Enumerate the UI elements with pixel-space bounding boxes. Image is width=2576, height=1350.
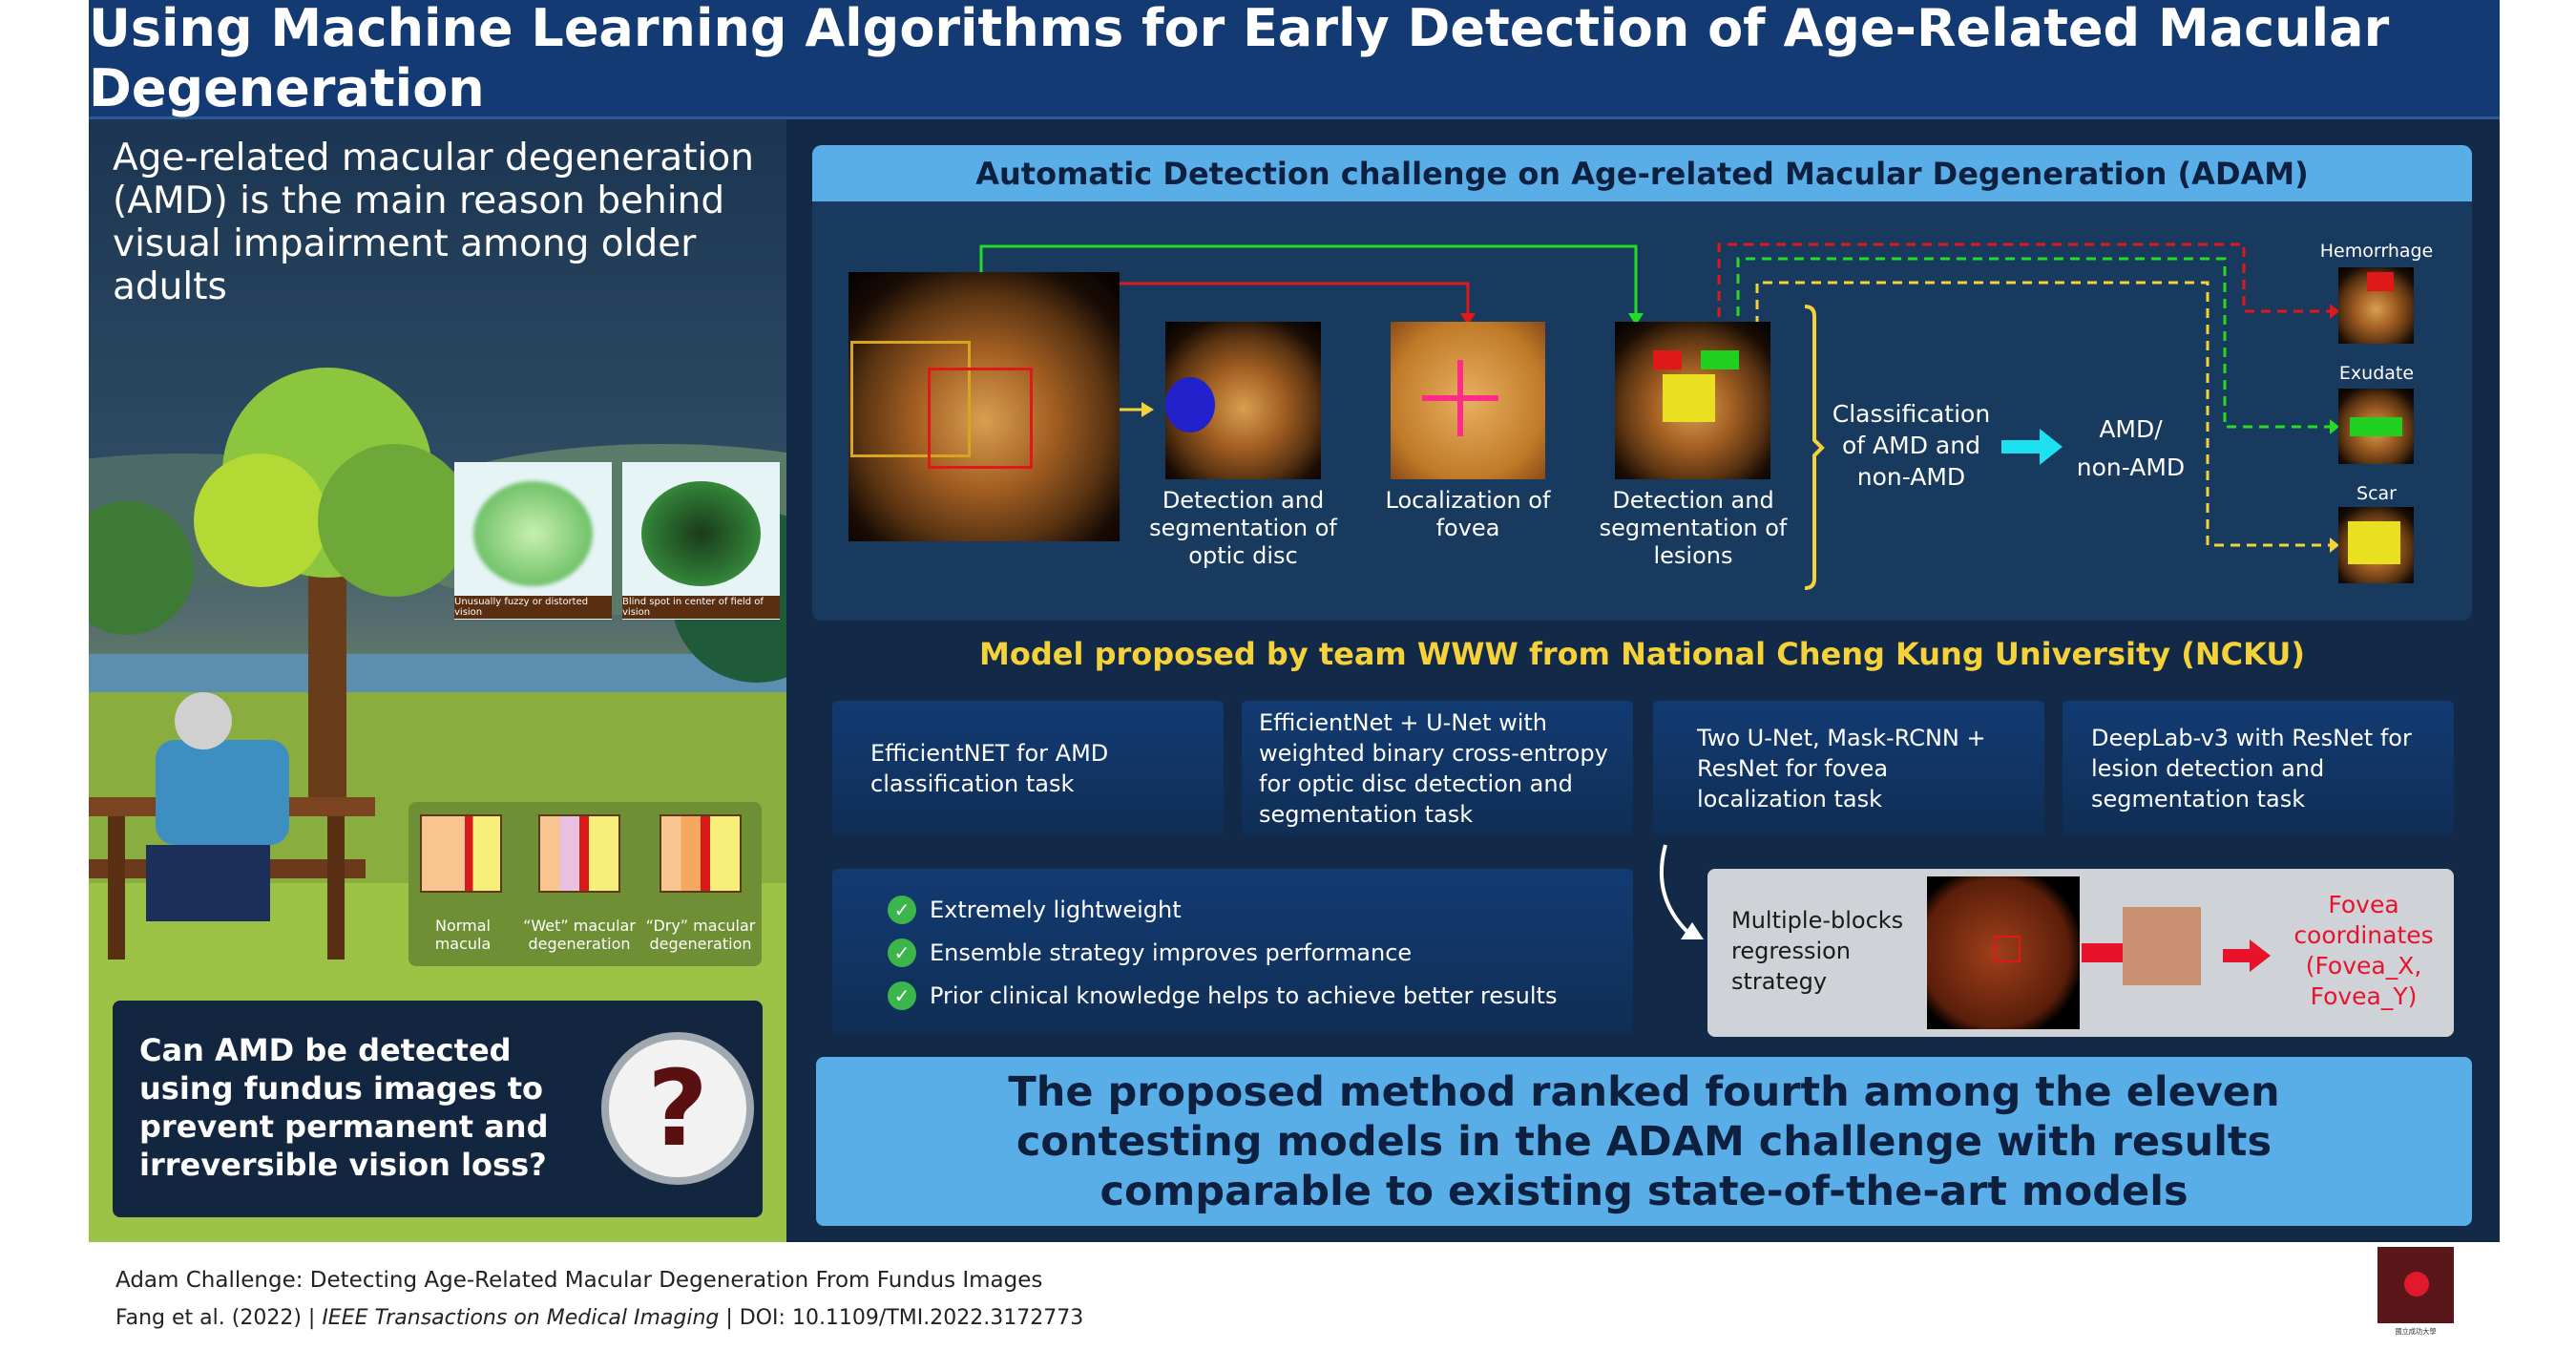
fovea-box — [928, 368, 1033, 469]
question-mark-icon: ? — [601, 1032, 754, 1185]
journal: IEEE Transactions on Medical Imaging — [322, 1306, 720, 1330]
benefit-item: ✓ Ensemble strategy improves performance — [888, 931, 1578, 974]
model-box-classification: EfficientNET for AMD classification task — [832, 701, 1224, 835]
authors: Fang et al. (2022) — [115, 1306, 302, 1330]
citation: Fang et al. (2022) | IEEE Transactions o… — [115, 1306, 1084, 1330]
check-icon: ✓ — [888, 981, 916, 1010]
benefit-text: Extremely lightweight — [930, 896, 1182, 923]
fundus-image-main — [848, 272, 1120, 541]
regression-label: Multiple-blocks regression strategy — [1731, 907, 1904, 995]
lesions-image — [1615, 322, 1770, 479]
wet-macula-image — [538, 814, 620, 893]
ncku-logo: 國立成功大學 — [2377, 1247, 2454, 1350]
page-title: Using Machine Learning Algorithms for Ea… — [89, 0, 2500, 119]
scar-label: Scar — [2356, 483, 2397, 504]
doi-link[interactable]: DOI: 10.1109/TMI.2022.3172773 — [739, 1306, 1084, 1330]
fovea-crop-image — [2123, 907, 2201, 985]
classification-label: Classification of AMD and non-AMD — [1832, 400, 1991, 491]
dry-macula-image — [660, 814, 742, 893]
intro-text: Age-related macular degeneration (AMD) i… — [113, 137, 754, 308]
question-text: Can AMD be detected using fundus images … — [139, 1032, 549, 1183]
benefits-box: ✓ Extremely lightweight ✓ Ensemble strateg… — [832, 869, 1633, 1034]
check-icon: ✓ — [888, 938, 916, 967]
red-arrow-icon — [2223, 939, 2271, 972]
normal-macula-image — [420, 814, 502, 893]
step-fovea-label: Localization of fovea — [1385, 487, 1551, 541]
optic-disc-box — [850, 341, 971, 457]
benefit-item: ✓ Prior clinical knowledge helps to achie… — [888, 974, 1578, 1017]
exudate-image — [2338, 389, 2414, 464]
question-box: Can AMD be detected using fundus images … — [113, 1001, 763, 1217]
adam-header: Automatic Detection challenge on Age-rel… — [812, 145, 2472, 201]
fuzzy-vision-label: Unusually fuzzy or distorted vision — [454, 596, 612, 619]
normal-macula-label: Normal macula — [434, 917, 492, 953]
dry-macula-label: “Dry” macular degeneration — [645, 917, 756, 953]
wet-macula-label: “Wet” macular degeneration — [523, 917, 636, 953]
optic-disc-mask — [1165, 377, 1215, 432]
fovea-regression-box: Multiple-blocks regression strategy Fove… — [1707, 869, 2454, 1037]
optic-disc-image — [1165, 322, 1321, 479]
fundus-regression-image — [1927, 876, 2080, 1029]
blind-spot-label: Blind spot in center of field of vision — [622, 596, 780, 619]
paper-title: Adam Challenge: Detecting Age-Related Ma… — [115, 1268, 1043, 1293]
model-box-optic-disc: EfficientNet + U-Net with weighted binar… — [1242, 701, 1633, 835]
conclusion-box: The proposed method ranked fourth among … — [816, 1057, 2472, 1226]
amd-result-label: AMD/ non-AMD — [2076, 415, 2186, 481]
benefit-item: ✓ Extremely lightweight — [888, 888, 1578, 931]
curved-arrow-icon — [1659, 844, 1704, 939]
exudate-label: Exudate — [2338, 363, 2415, 384]
fovea-output-label: Fovea coordinates (Fovea_X, Fovea_Y) — [2293, 891, 2434, 1010]
hemorrhage-label: Hemorrhage — [2319, 241, 2434, 262]
scar-image — [2338, 507, 2414, 583]
step-optic-disc-label: Detection and segmentation of optic disc — [1149, 487, 1337, 569]
model-title: Model proposed by team WWW from National… — [979, 636, 2305, 672]
model-box-lesions: DeepLab-v3 with ResNet for lesion detect… — [2063, 701, 2454, 835]
pipeline-arrows — [979, 243, 2339, 590]
hemorrhage-image — [2338, 267, 2414, 344]
benefit-text: Prior clinical knowledge helps to achiev… — [930, 981, 1558, 1009]
check-icon: ✓ — [888, 895, 916, 924]
fuzzy-vision-image — [454, 462, 612, 620]
benefit-text: Ensemble strategy improves performance — [930, 939, 1413, 966]
step-lesions-label: Detection and segmentation of lesions — [1599, 487, 1788, 569]
fovea-image — [1391, 322, 1545, 479]
blind-spot-image — [622, 462, 780, 620]
model-box-fovea: Two U-Net, Mask-RCNN + ResNet for fovea … — [1653, 701, 2044, 835]
